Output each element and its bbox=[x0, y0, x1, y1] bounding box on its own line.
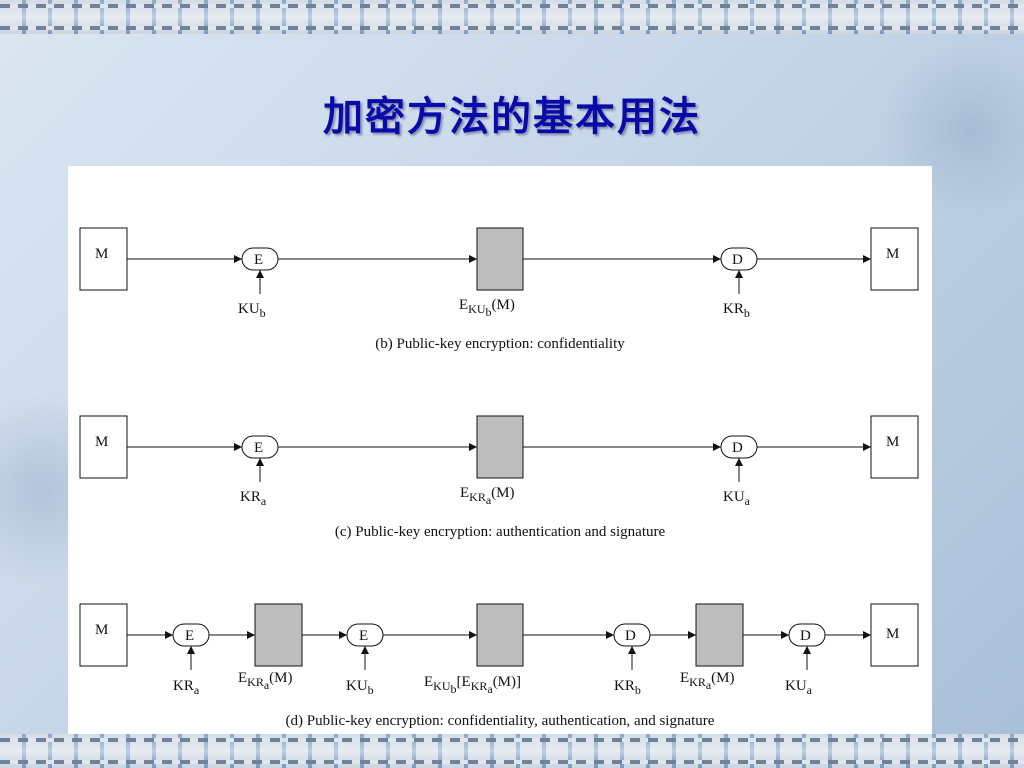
ciphertext-label: EKRa(M) bbox=[238, 670, 293, 692]
ciphertext-box bbox=[476, 415, 524, 479]
ciphertext-label: EKRa(M) bbox=[460, 485, 515, 507]
key-label: KUb bbox=[346, 678, 374, 697]
bottom-border-decoration bbox=[0, 734, 1024, 768]
slide-title: 加密方法的基本用法 bbox=[323, 94, 701, 140]
plaintext-label: M bbox=[95, 434, 108, 450]
ciphertext-box bbox=[254, 603, 303, 667]
caption: (d) Public-key encryption: confidentiali… bbox=[286, 713, 715, 729]
plaintext-box bbox=[870, 415, 919, 479]
ciphertext-box bbox=[695, 603, 744, 667]
decrypt-label: D bbox=[800, 628, 811, 644]
diagram-c bbox=[79, 415, 919, 482]
key-label: KUa bbox=[785, 678, 813, 697]
encrypt-label: E bbox=[254, 252, 263, 268]
ciphertext-box bbox=[476, 227, 524, 291]
caption: (b) Public-key encryption: confidentiali… bbox=[375, 336, 625, 352]
encryption-diagram: M E D M KUb EKUb(M) KRb (b) Public-key e… bbox=[79, 227, 919, 729]
plaintext-label: M bbox=[886, 434, 899, 450]
ciphertext-label: EKUb(M) bbox=[459, 297, 515, 319]
ciphertext-label: EKRa(M) bbox=[680, 670, 735, 692]
encrypt-label: E bbox=[254, 440, 263, 456]
encrypt-label: E bbox=[185, 628, 194, 644]
key-label: KUa bbox=[723, 489, 751, 508]
diagram-d bbox=[79, 603, 919, 670]
plaintext-box bbox=[79, 227, 128, 291]
caption: (c) Public-key encryption: authenticatio… bbox=[335, 524, 666, 540]
ciphertext-label: EKUb[EKRa(M)] bbox=[424, 674, 521, 696]
key-label: KRb bbox=[614, 678, 641, 697]
key-label: KRb bbox=[723, 301, 750, 320]
decrypt-label: D bbox=[732, 252, 743, 268]
key-label: KRa bbox=[240, 489, 267, 508]
decrypt-label: D bbox=[732, 440, 743, 456]
diagram-panel: M E D M KUb EKUb(M) KRb (b) Public-key e… bbox=[68, 166, 932, 736]
plaintext-box bbox=[870, 603, 919, 667]
plaintext-label: M bbox=[886, 246, 899, 262]
plaintext-label: M bbox=[886, 626, 899, 642]
plaintext-label: M bbox=[95, 622, 108, 638]
encrypt-label: E bbox=[359, 628, 368, 644]
plaintext-label: M bbox=[95, 246, 108, 262]
diagram-b bbox=[79, 227, 919, 294]
plaintext-box bbox=[870, 227, 919, 291]
key-label: KUb bbox=[238, 301, 266, 320]
plaintext-box bbox=[79, 603, 128, 667]
key-label: KRa bbox=[173, 678, 200, 697]
ciphertext-box bbox=[476, 603, 524, 667]
decrypt-label: D bbox=[625, 628, 636, 644]
top-border-decoration bbox=[0, 0, 1024, 34]
